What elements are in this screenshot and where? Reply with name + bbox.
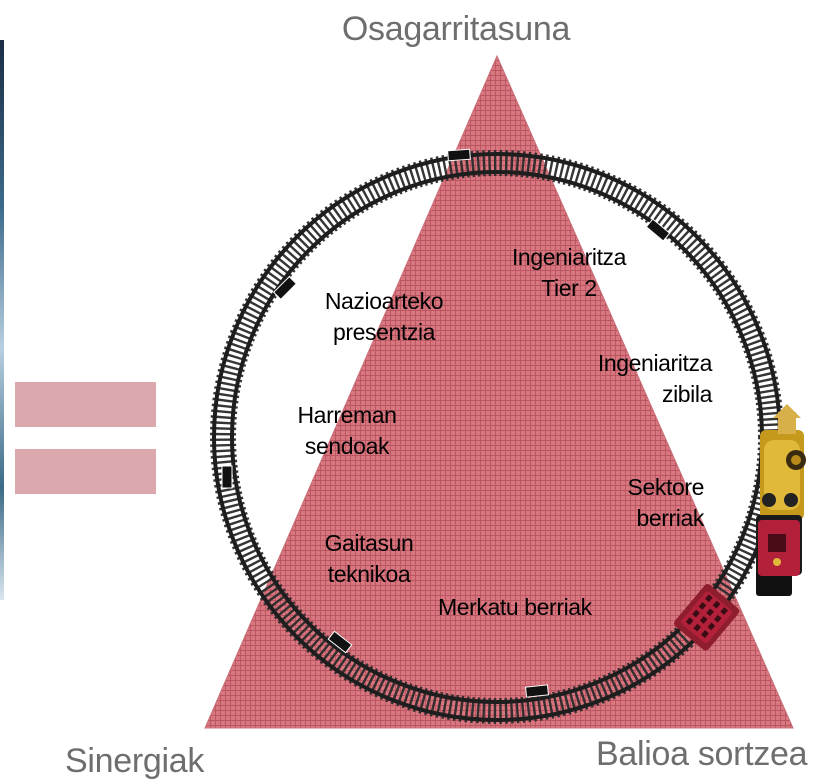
equals-sign-icon [15, 449, 156, 494]
train-locomotive-icon [756, 404, 806, 596]
label-nazioarteko-presentzia: Nazioarteko presentzia [300, 286, 468, 348]
label-sektore-berriak: Sektore berriak [570, 472, 704, 534]
label-gaitasun-teknikoa: Gaitasun teknikoa [296, 528, 442, 590]
vertex-label-top: Osagarritasuna [0, 12, 827, 46]
label-harreman-sendoak: Harreman sendoak [272, 400, 422, 462]
label-ingeniaritza-tier-2: Ingeniaritza Tier 2 [488, 242, 650, 304]
label-ingeniaritza-zibila: Ingeniaritza zibila [552, 348, 712, 410]
label-merkatu-berriak: Merkatu berriak [438, 592, 592, 623]
equals-sign-icon [15, 382, 156, 427]
vertex-label-bottom-left: Sinergiak [65, 744, 204, 778]
vertex-label-bottom-right: Balioa sortzea [596, 737, 807, 771]
